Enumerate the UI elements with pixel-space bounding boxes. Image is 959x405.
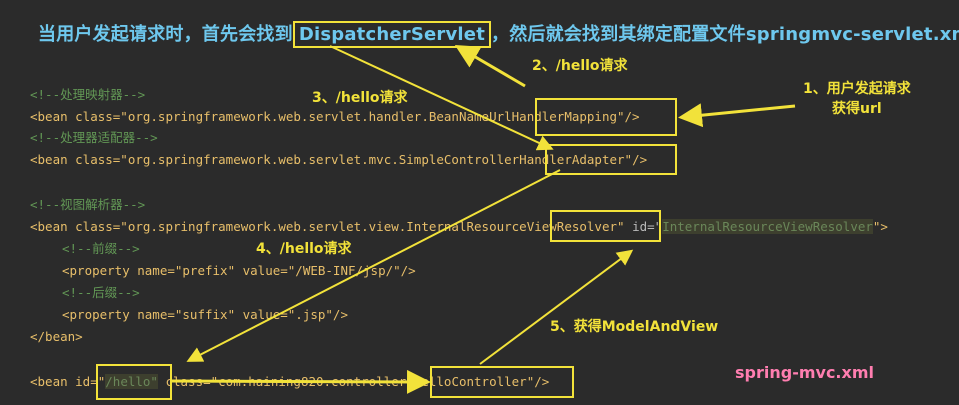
comment-prefix: <!--前缀--> — [62, 241, 140, 256]
box-view-resolver — [550, 210, 661, 242]
arrow-request-to-handler-mapping — [678, 103, 796, 128]
note-step-3: 3、/hello请求 — [312, 90, 408, 106]
code-line-handler-adapter: <bean class="org.springframework.web.ser… — [30, 151, 647, 169]
code-line-view-resolver: <bean class="org.springframework.web.ser… — [30, 218, 888, 236]
filename-label: spring-mvc.xml — [735, 363, 874, 382]
note-step-4: 4、/hello请求 — [256, 241, 352, 257]
code-highlight-hello: /hello" — [105, 374, 158, 389]
code-line-handler-mapping: <bean class="org.springframework.web.ser… — [30, 108, 640, 126]
code-highlight-handler-adapter: HandlerAdapter" — [519, 152, 633, 167]
code-text: <bean class="org.springframework.web.ser… — [30, 152, 520, 167]
code-text: /> — [632, 152, 648, 167]
code-line-suffix: <property name="suffix" value=".jsp"/> — [62, 307, 348, 322]
code-resolver-id: InternalResourceViewResolver — [662, 219, 873, 234]
box-hello-controller — [430, 366, 574, 398]
note-step-1-line2: 获得url — [832, 101, 882, 117]
comment-handler-adapter: <!--处理器适配器--> — [30, 130, 158, 145]
arrow-controller-to-view-resolver — [479, 249, 634, 365]
note-step-1: 1、用户发起请求 获得url — [803, 78, 911, 118]
code-text: <bean class="org.springframework.web.ser… — [30, 109, 512, 124]
arrow-handler-mapping-to-dispatcher — [454, 44, 526, 88]
arrow-handler-adapter-to-hello — [186, 169, 561, 362]
code-text: "> — [872, 219, 888, 234]
note-step-5: 5、获得ModelAndView — [550, 319, 719, 335]
comment-suffix: <!--后缀--> — [62, 285, 140, 300]
dispatcher-servlet-label: DispatcherServlet — [292, 21, 492, 48]
comment-handler-mapping: <!--处理映射器--> — [30, 87, 146, 102]
code-text: id=" — [624, 219, 663, 234]
code-text: /> — [624, 109, 640, 124]
comment-view-resolver: <!--视图解析器--> — [30, 197, 146, 212]
headline-prefix: 当用户发起请求时，首先会找到 — [38, 24, 293, 45]
code-highlight-handler-mapping: HandlerMapping" — [511, 109, 625, 124]
arrow-dispatcher-to-handler-adapter — [329, 45, 554, 151]
note-step-2: 2、/hello请求 — [532, 58, 628, 74]
code-text: <bean class="org.springframework.web.ser… — [30, 219, 527, 234]
arrow-hello-to-controller — [169, 369, 431, 394]
box-handler-adapter — [545, 144, 677, 175]
box-handler-mapping — [535, 98, 677, 136]
note-step-1-line1: 1、用户发起请求 — [803, 81, 911, 97]
headline-suffix: ，然后就会找到其绑定配置文件springmvc-servlet.xml — [491, 24, 959, 45]
code-text: /> — [534, 374, 550, 389]
code-highlight-hello-controller: HelloController" — [413, 374, 535, 389]
code-line-bean-close: </bean> — [30, 329, 83, 344]
